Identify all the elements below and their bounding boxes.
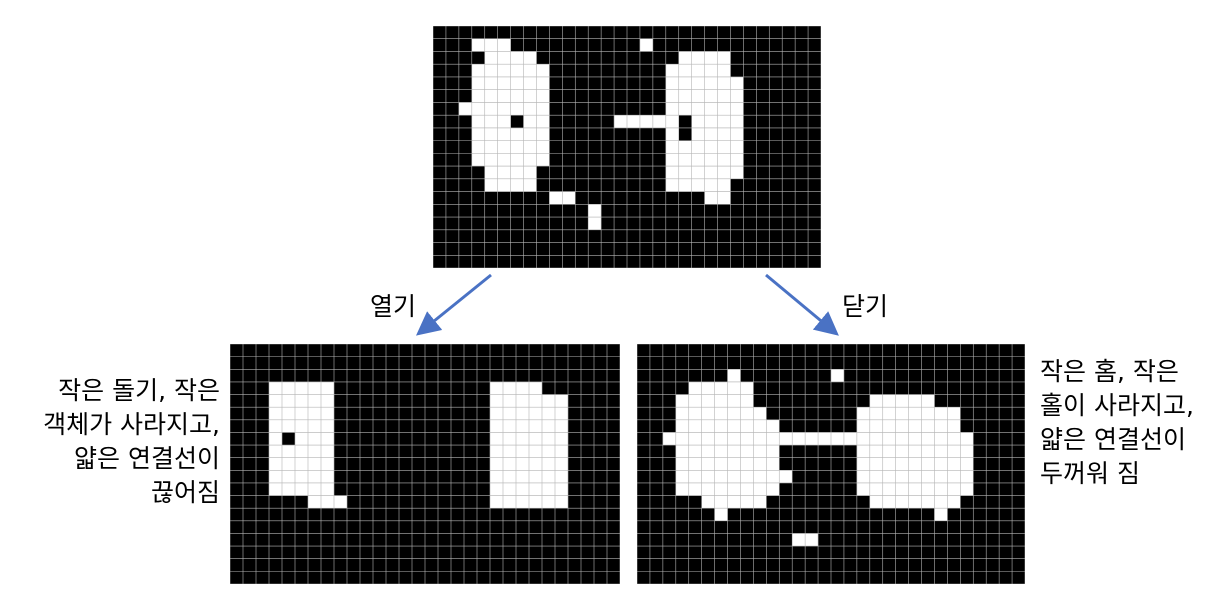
opening-foreground-pixels [269,482,334,496]
original-foreground-pixels [458,102,550,116]
closing-caption-line: 얇은 연결선이 [1040,425,1186,454]
opening-result-grid [230,344,620,584]
closing-foreground-pixels [856,482,974,496]
original-foreground-pixels [665,178,731,192]
closing-foreground-pixels [934,508,948,521]
original-foreground-pixels [588,217,602,230]
closing-foreground-pixels [856,457,974,471]
closing-label: 닫기 [842,292,889,321]
opening-label: 열기 [370,292,417,321]
opening-caption-line: 객체가 사라지고, [43,410,220,439]
closing-caption: 작은 홈, 작은 홀이 사라지고, 얇은 연결선이 두꺼워 짐 [1040,355,1194,491]
closing-grid-svg [637,344,1025,584]
opening-foreground-pixels [269,470,334,483]
opening-hole-pixels [282,432,295,446]
closing-caption-line: 두꺼워 짐 [1040,459,1140,488]
opening-foreground-pixels [269,457,334,471]
original-image-grid [433,26,821,268]
closing-foreground-pixels [856,470,974,483]
opening-foreground-pixels [269,407,334,420]
closing-foreground-pixels [714,508,728,521]
closing-foreground-pixels [701,495,767,509]
opening-caption: 작은 돌기, 작은 객체가 사라지고, 얇은 연결선이 끊어짐 [43,374,220,510]
opening-caption-line: 끊어짐 [150,478,220,507]
closing-arrow [765,273,839,336]
opening-foreground-pixels [269,394,334,408]
opening-foreground-pixels [269,445,334,458]
opening-foreground-pixels [269,432,334,446]
opening-arrow [416,273,492,336]
opening-caption-line: 작은 돌기, 작은 [58,376,220,405]
original-grid-svg [433,26,821,268]
closing-result-grid [637,344,1025,584]
closing-foreground-pixels [675,470,793,483]
closing-foreground-pixels [856,432,974,446]
opening-hole-pixels [464,432,477,446]
closing-caption-line: 홀이 사라지고, [1040,391,1194,420]
original-foreground-pixels [471,38,511,52]
closing-foreground-pixels [675,407,767,420]
original-foreground-pixels [588,204,602,218]
opening-caption-line: 얇은 연결선이 [74,444,220,473]
closing-foreground-pixels [727,369,741,382]
closing-foreground-pixels [831,369,844,382]
closing-foreground-pixels [662,432,780,446]
closing-caption-line: 작은 홈, 작은 [1040,357,1179,386]
original-foreground-pixels [665,64,731,77]
opening-foreground-pixels [269,381,334,395]
original-hole-pixels [678,115,692,128]
original-hole-pixels [510,115,524,128]
closing-foreground-pixels [688,381,754,395]
opening-foreground-pixels [269,419,334,433]
opening-hole-pixels [464,445,477,458]
closing-foreground-pixels [856,445,974,458]
closing-foreground-pixels [869,495,961,509]
closing-foreground-pixels [869,394,935,408]
opening-foreground-pixels [308,495,347,509]
original-hole-pixels [678,127,692,141]
opening-grid-svg [230,344,620,584]
original-foreground-pixels [639,38,653,52]
